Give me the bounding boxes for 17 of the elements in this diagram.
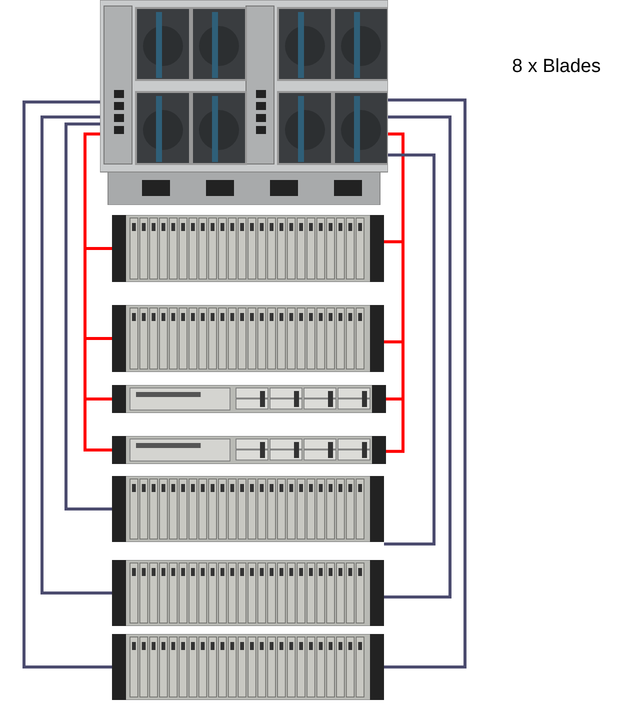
rack-server-drawing — [112, 560, 384, 626]
cable-line — [22, 100, 112, 668]
rack-server-drawing — [112, 476, 384, 542]
cable-line — [64, 122, 112, 510]
rack-server-drawing — [112, 305, 384, 372]
cable-line — [40, 116, 112, 594]
cable-line — [84, 132, 112, 452]
cable-line — [384, 116, 452, 598]
blade-chassis-drawing — [100, 0, 388, 205]
cable-line — [384, 98, 466, 668]
rack-server-drawing — [112, 634, 384, 700]
count-label: 8 x Blades — [512, 55, 601, 79]
rack-server-drawing — [112, 215, 384, 282]
cable-line — [384, 154, 436, 546]
rack-server-drawing — [112, 436, 386, 464]
cable-line — [386, 132, 404, 453]
rack-server-drawing — [112, 385, 386, 413]
